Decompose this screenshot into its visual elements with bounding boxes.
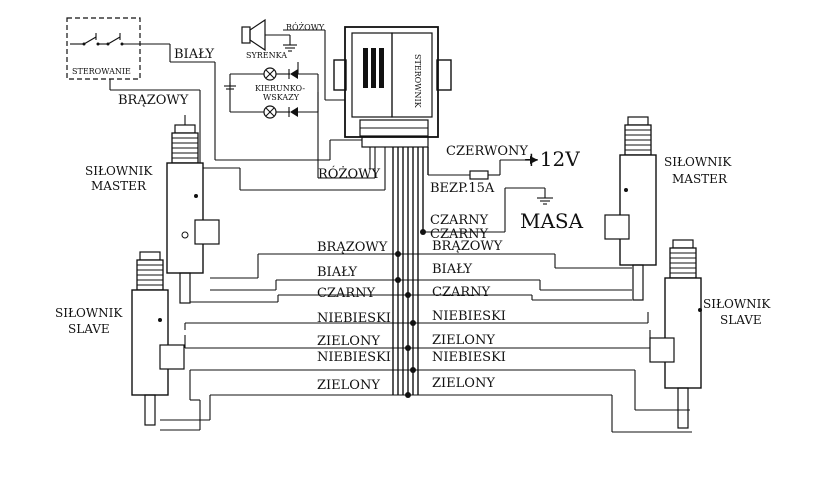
- harness-left-label-7: ZIELONY: [317, 378, 380, 393]
- wire-label-czerwony: CZERWONY: [446, 144, 528, 159]
- wire-label-rozowy-bottom: RÓŻOWY: [318, 165, 380, 182]
- siren-label: SYRENKA: [246, 51, 287, 60]
- switch-box: STEROWANIE: [66, 17, 141, 80]
- actuator-master-left-line2: MASTER: [91, 179, 147, 193]
- harness-labels-right: BRĄZOWY BIAŁY CZARNY NIEBIESKI ZIELONY N…: [432, 239, 506, 391]
- wire-label-rozowy-top: RÓŻOWY: [286, 23, 325, 32]
- actuator-master-right-line1: SIŁOWNIK: [664, 155, 732, 169]
- actuator-master-left-line1: SIŁOWNIK: [85, 164, 153, 178]
- harness-right-label-2: BIAŁY: [432, 262, 472, 277]
- wire-label-czarny-1: CZARNY: [430, 213, 489, 228]
- harness-left-label-4: NIEBIESKI: [317, 311, 391, 326]
- wire-label-czarny-2: CZARNY: [430, 227, 489, 242]
- harness-right-label-1: BRĄZOWY: [432, 239, 503, 254]
- harness-right-label-6: NIEBIESKI: [432, 350, 506, 365]
- actuator-slave-right: [649, 239, 702, 429]
- label-masa: MASA: [520, 209, 584, 233]
- harness-labels-left: BRĄZOWY BIAŁY CZARNY NIEBIESKI ZIELONY N…: [317, 240, 391, 393]
- wire-label-brazowy-top: BRĄZOWY: [118, 93, 189, 108]
- actuator-master-left: [166, 115, 220, 304]
- actuator-slave-left-line2: SLAVE: [68, 322, 110, 336]
- indicators-label-line2: WSKAZY: [263, 93, 300, 102]
- harness-wires: [160, 253, 692, 433]
- power-section: CZERWONY +12V BEZP.15A MASA CZARNY CZARN…: [423, 144, 584, 242]
- harness-left-label-5: ZIELONY: [317, 334, 380, 349]
- harness-right-label-7: ZIELONY: [432, 376, 495, 391]
- label-plus12v: +12V: [523, 147, 580, 171]
- harness-bundle: [392, 147, 429, 398]
- harness-left-label-1: BRĄZOWY: [317, 240, 388, 255]
- harness-left-label-3: CZARNY: [317, 286, 376, 301]
- controller-label: STEROWNIK: [413, 54, 422, 109]
- harness-right-label-4: NIEBIESKI: [432, 309, 506, 324]
- actuator-slave-left: [131, 251, 185, 426]
- controller-unit: STEROWNIK: [333, 26, 452, 148]
- harness-right-label-5: ZIELONY: [432, 333, 495, 348]
- actuator-master-right-line2: MASTER: [672, 172, 728, 186]
- actuator-slave-right-line1: SIŁOWNIK: [703, 297, 771, 311]
- actuator-master-right: [604, 116, 657, 301]
- switch-box-label: STEROWANIE: [72, 67, 131, 76]
- top-wires: [109, 29, 386, 191]
- harness-left-label-6: NIEBIESKI: [317, 350, 391, 365]
- wire-label-bialy-top: BIAŁY: [174, 47, 214, 62]
- siren: SYRENKA: [241, 18, 297, 60]
- indicators-label-line1: KIERUNKO-: [255, 84, 305, 93]
- harness-right-label-3: CZARNY: [432, 285, 491, 300]
- turn-signals: KIERUNKO- WSKAZY: [224, 67, 319, 119]
- actuator-slave-left-line1: SIŁOWNIK: [55, 306, 123, 320]
- label-fuse: BEZP.15A: [430, 181, 495, 196]
- harness-left-label-2: BIAŁY: [317, 265, 357, 280]
- actuator-slave-right-line2: SLAVE: [720, 313, 762, 327]
